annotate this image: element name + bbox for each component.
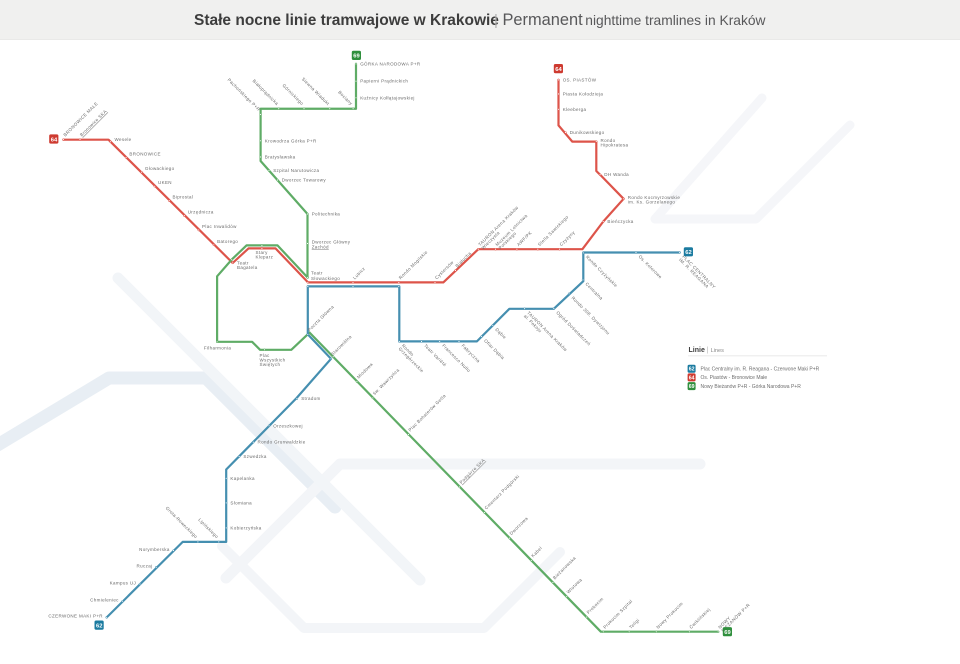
svg-text:Dunikowskiego: Dunikowskiego: [570, 130, 605, 135]
svg-text:64: 64: [689, 375, 695, 381]
svg-text:69: 69: [689, 384, 695, 390]
svg-text:Bratysławska: Bratysławska: [265, 155, 296, 160]
svg-text:DH Wanda: DH Wanda: [604, 172, 629, 177]
svg-text:Stałe nocne linie tramwajowe w: Stałe nocne linie tramwajowe w Krakowie: [194, 12, 499, 29]
svg-text:Krowodrza Górka P+R: Krowodrza Górka P+R: [265, 138, 317, 143]
svg-text:Teatr: Teatr: [311, 270, 323, 275]
svg-text:Filharmonia: Filharmonia: [204, 345, 232, 350]
svg-text:62: 62: [96, 623, 102, 629]
svg-text:|: |: [494, 12, 498, 29]
svg-text:Rondo Grunwaldzkie: Rondo Grunwaldzkie: [258, 440, 306, 445]
svg-text:Nowy Bieżanów P+R - Górka Naro: Nowy Bieżanów P+R - Górka Narodowa P+R: [701, 384, 802, 390]
svg-text:Dworzec Towarowy: Dworzec Towarowy: [282, 178, 327, 183]
svg-text:Kobierzyńska: Kobierzyńska: [230, 525, 261, 530]
svg-text:Orzeszkowej: Orzeszkowej: [273, 423, 303, 428]
svg-text:Plac Inwalidów: Plac Inwalidów: [202, 224, 237, 229]
svg-text:Kampus UJ: Kampus UJ: [110, 580, 136, 585]
svg-text:Linie | Lines: Linie | Lines: [689, 347, 725, 354]
svg-text:Ruczaj: Ruczaj: [137, 564, 153, 569]
svg-text:69: 69: [353, 54, 360, 60]
svg-text:OS. PIASTÓW: OS. PIASTÓW: [563, 76, 597, 82]
svg-text:Stradom: Stradom: [301, 396, 320, 401]
svg-text:Kleeberga: Kleeberga: [563, 107, 587, 112]
svg-text:Słowackiego: Słowackiego: [311, 276, 340, 281]
svg-text:GÓRKA NARODOWA P+R: GÓRKA NARODOWA P+R: [360, 60, 421, 66]
svg-text:Plac Centralny im. R. Reagana: Plac Centralny im. R. Reagana - Czerwone…: [701, 366, 820, 372]
svg-text:Piasta Kołodzieja: Piasta Kołodzieja: [563, 92, 604, 97]
svg-text:Chmieleniec: Chmieleniec: [90, 598, 119, 603]
svg-text:UKEN: UKEN: [158, 180, 172, 185]
svg-text:BRONOWICE: BRONOWICE: [129, 151, 160, 156]
svg-text:62: 62: [689, 367, 695, 373]
svg-text:Norymberska: Norymberska: [139, 547, 170, 552]
svg-text:Permanent: Permanent: [503, 11, 584, 29]
svg-text:69: 69: [724, 630, 731, 636]
svg-text:62: 62: [685, 250, 691, 256]
svg-text:Biprostal: Biprostal: [173, 195, 194, 200]
svg-text:nighttime tramlines in Kraków: nighttime tramlines in Kraków: [585, 13, 765, 28]
svg-text:Kuźnicy Kołłątajowskiej: Kuźnicy Kołłątajowskiej: [360, 95, 415, 100]
svg-text:Kapelanka: Kapelanka: [230, 476, 255, 481]
svg-text:64: 64: [51, 137, 58, 143]
svg-text:CZERWONE MAKI P+R: CZERWONE MAKI P+R: [48, 614, 103, 619]
svg-text:Os. Piastów - Bronowice Małe: Os. Piastów - Bronowice Małe: [701, 375, 768, 381]
svg-text:Wesele: Wesele: [115, 137, 132, 142]
svg-text:Urzędnicza: Urzędnicza: [188, 210, 214, 215]
svg-text:Głowackiego: Głowackiego: [145, 166, 175, 171]
svg-text:Słomiana: Słomiana: [230, 500, 252, 505]
svg-text:Papierni Prądnickich: Papierni Prądnickich: [360, 79, 408, 84]
svg-text:64: 64: [555, 67, 562, 73]
svg-text:Szwedzka: Szwedzka: [243, 454, 266, 459]
svg-text:Bieńczycka: Bieńczycka: [607, 219, 633, 224]
svg-text:Batorego: Batorego: [217, 239, 238, 244]
svg-text:Politechnika: Politechnika: [312, 212, 341, 217]
svg-text:Szpital Narutowicza: Szpital Narutowicza: [273, 168, 319, 173]
